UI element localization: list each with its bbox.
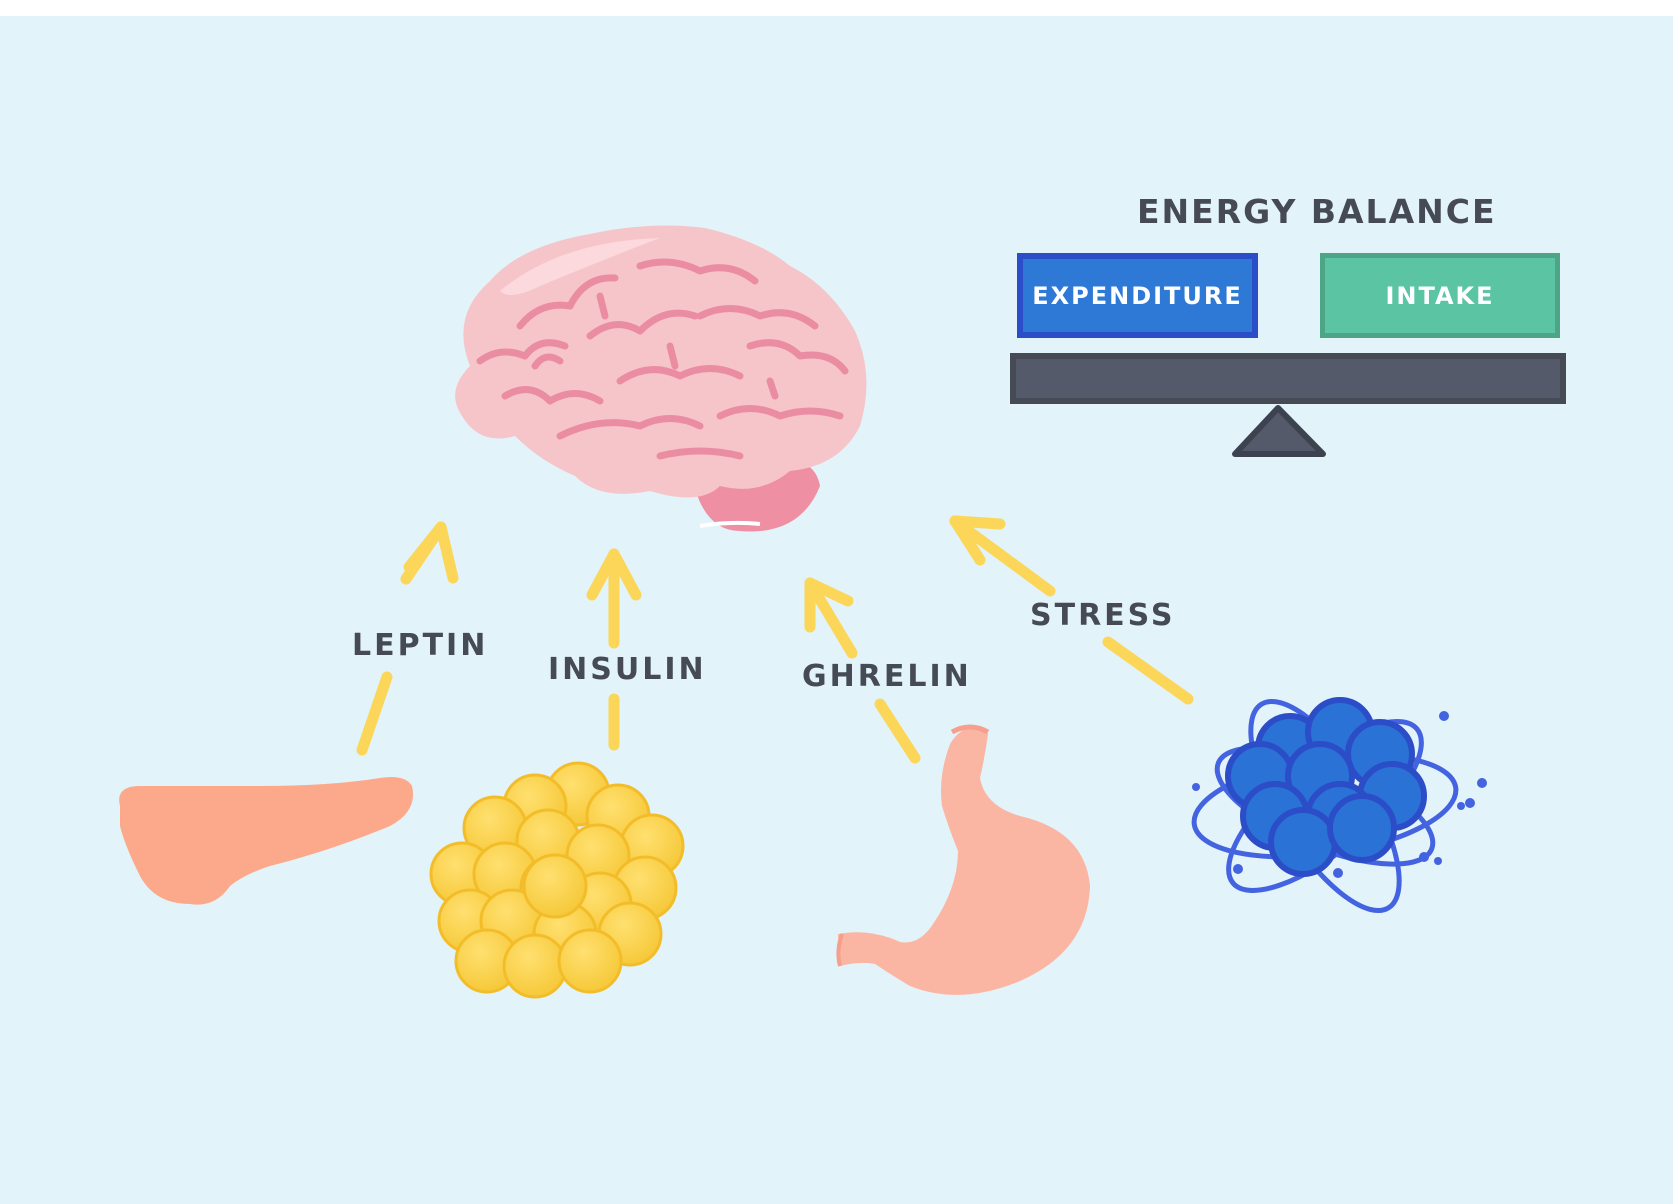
energy-balance-title: ENERGY BALANCE (1137, 192, 1497, 231)
molecule-ball (1327, 793, 1397, 863)
intake-box: INTAKE (1320, 253, 1560, 338)
stress-arrow (949, 515, 1194, 705)
insulin-arrow (586, 548, 642, 751)
brain-icon (455, 225, 867, 532)
fat-cell (557, 928, 623, 994)
ghrelin-label: GHRELIN (802, 659, 972, 694)
diagram-svg (119, 225, 1566, 999)
scale-icon (1010, 353, 1566, 457)
expenditure-label: EXPENDITURE (1032, 281, 1243, 310)
fat-cell (522, 853, 588, 919)
expenditure-box: EXPENDITURE (1017, 253, 1258, 338)
insulin-label: INSULIN (548, 652, 707, 687)
fat-cell (502, 933, 568, 999)
stress-label: STRESS (1030, 598, 1176, 633)
diagram-canvas: ENERGY BALANCE EXPENDITURE INTAKE LEPTIN… (0, 16, 1673, 1204)
stomach-icon (836, 724, 1090, 995)
leptin-label: LEPTIN (352, 628, 489, 663)
intake-label: INTAKE (1385, 281, 1495, 310)
leptin-arrow (356, 521, 459, 756)
pancreas-icon (119, 777, 414, 905)
ghrelin-arrow (804, 577, 921, 764)
fat-cells-icon (429, 761, 685, 999)
molecule-ball (1268, 807, 1338, 877)
stress-molecule-icon (1191, 697, 1487, 914)
